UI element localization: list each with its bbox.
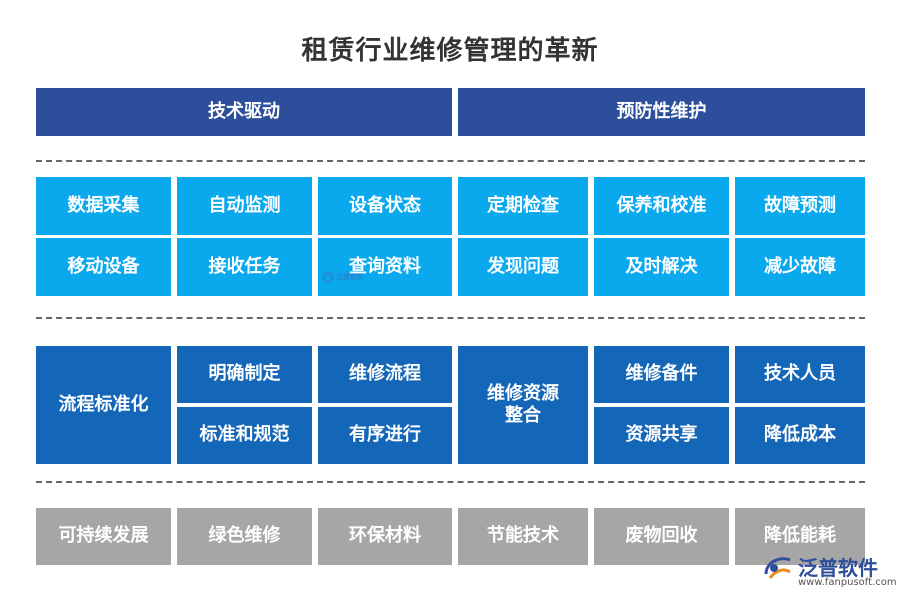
cell-reduce-energy: 降低能耗 — [735, 508, 865, 565]
watermark-logo: 泛普软件 — [322, 271, 364, 283]
brand-logo-icon — [764, 557, 791, 579]
cell-receive-tasks: 接收任务 — [177, 238, 312, 296]
divider-3 — [36, 481, 865, 483]
cell-maintenance-process: 维修流程 — [318, 346, 452, 403]
cell-timely-resolution: 及时解决 — [594, 238, 729, 296]
cell-resource-sharing: 资源共享 — [594, 407, 729, 464]
header-tech-driven: 技术驱动 — [36, 88, 452, 136]
cell-maintenance-calibration: 保养和校准 — [594, 177, 729, 235]
cell-device-status: 设备状态 — [318, 177, 452, 235]
brand-url: www.fanpusoft.com — [798, 577, 897, 588]
watermark-text: 泛普软件 — [336, 273, 364, 281]
cell-resource-integration: 维修资源整合 — [458, 346, 588, 464]
cell-fault-prediction: 故障预测 — [735, 177, 865, 235]
cell-eco-materials: 环保材料 — [318, 508, 452, 565]
cell-mobile-device: 移动设备 — [36, 238, 171, 296]
cell-sustainable-development: 可持续发展 — [36, 508, 171, 565]
brand-name: 泛普软件 — [798, 556, 878, 580]
cell-process-standardization: 流程标准化 — [36, 346, 171, 464]
divider-2 — [36, 317, 865, 319]
cell-find-problems: 发现问题 — [458, 238, 588, 296]
cell-query-documents: 查询资料 — [318, 238, 452, 296]
watermark-icon — [322, 271, 334, 283]
cell-clearly-define: 明确制定 — [177, 346, 312, 403]
cell-orderly-progress: 有序进行 — [318, 407, 452, 464]
cell-waste-recycling: 废物回收 — [594, 508, 729, 565]
cell-data-collection: 数据采集 — [36, 177, 171, 235]
cell-reduce-faults: 减少故障 — [735, 238, 865, 296]
header-preventive-maintenance: 预防性维护 — [458, 88, 865, 136]
cell-green-maintenance: 绿色维修 — [177, 508, 312, 565]
cell-spare-parts: 维修备件 — [594, 346, 729, 403]
cell-reduce-costs: 降低成本 — [735, 407, 865, 464]
cell-standards-specs: 标准和规范 — [177, 407, 312, 464]
cell-resource-integration-label: 维修资源整合 — [487, 382, 559, 427]
cell-auto-monitoring: 自动监测 — [177, 177, 312, 235]
divider-1 — [36, 160, 865, 162]
cell-energy-saving: 节能技术 — [458, 508, 588, 565]
cell-regular-inspection: 定期检查 — [458, 177, 588, 235]
cell-technicians: 技术人员 — [735, 346, 865, 403]
brand-logo: 泛普软件 www.fanpusoft.com — [762, 550, 897, 590]
page-title: 租赁行业维修管理的革新 — [301, 36, 599, 66]
